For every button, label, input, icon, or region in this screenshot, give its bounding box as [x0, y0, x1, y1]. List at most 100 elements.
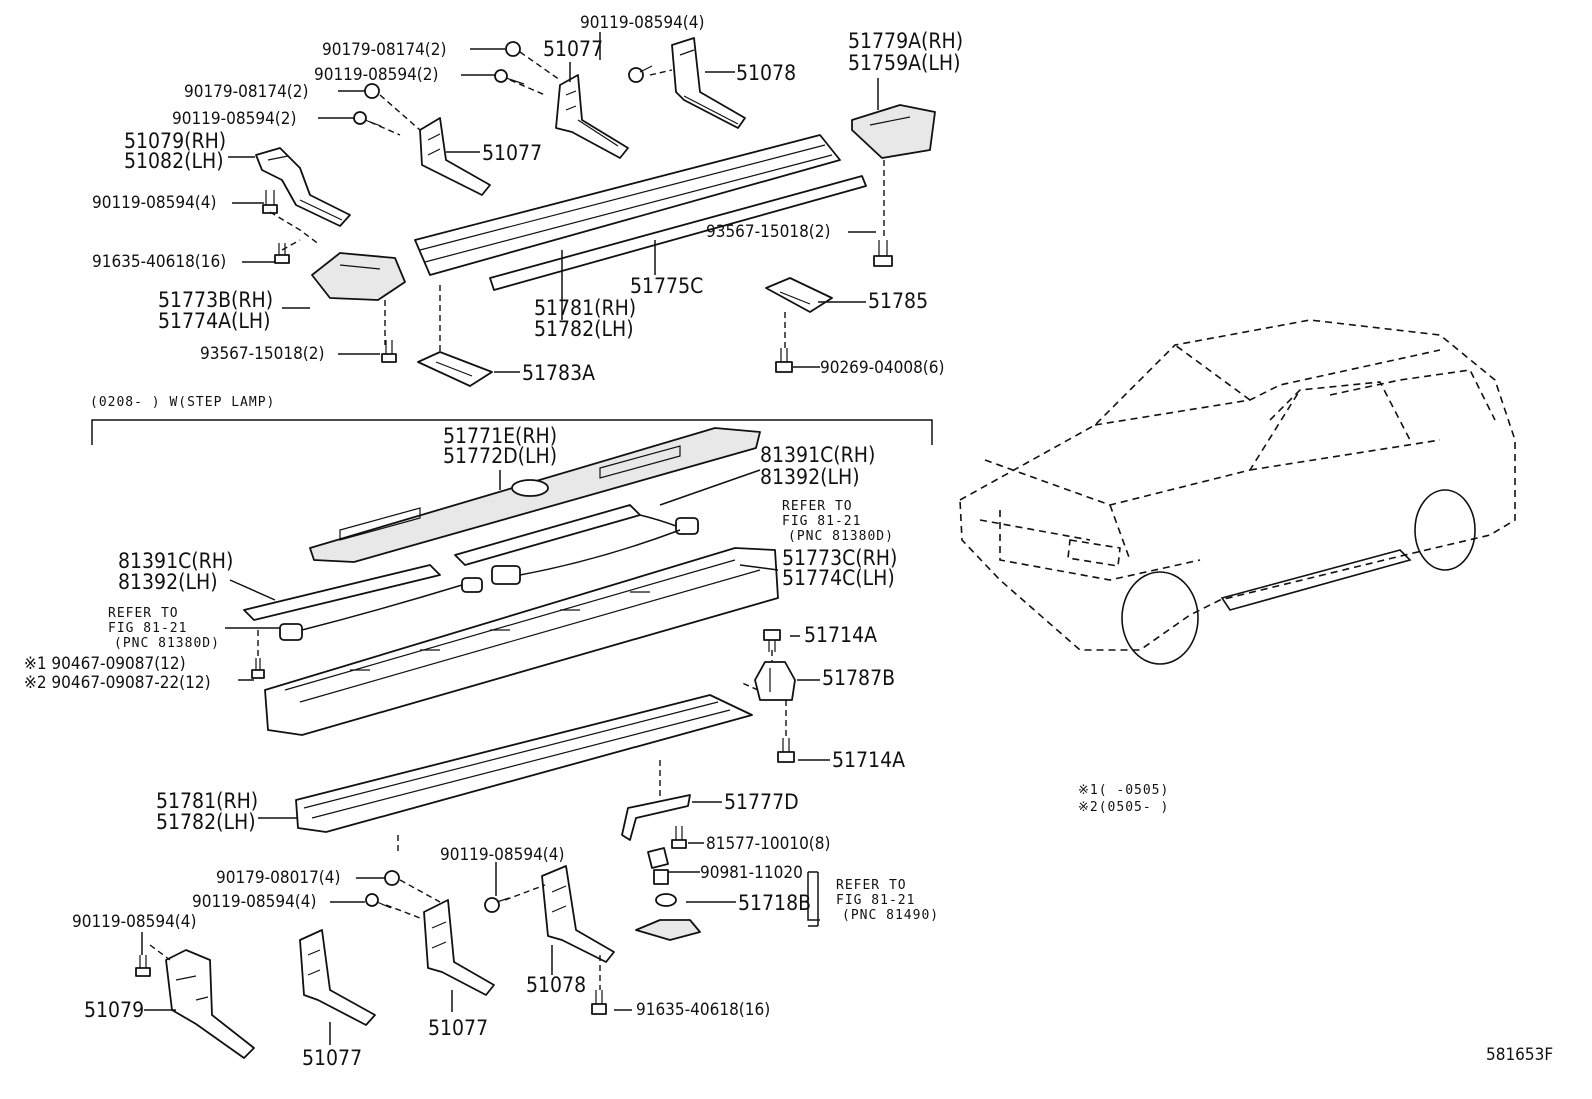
bracket-51077-left — [419, 117, 491, 196]
label-p30: REFER TO — [782, 499, 853, 514]
label-p40: ※1 90467-09087(12) — [24, 654, 186, 674]
bolt-90179-c — [384, 870, 400, 886]
label-p45: 51781(RH) — [156, 789, 258, 813]
label-p46: 51782(LH) — [156, 810, 256, 834]
bolt-93567-b — [873, 240, 893, 267]
label-p17: 93567-15018(2) — [200, 344, 324, 364]
label-p60: 51079 — [84, 998, 144, 1022]
step-body-51773C — [264, 547, 779, 736]
guide-upper-3 — [384, 160, 885, 352]
bolt-51714A-top — [763, 629, 781, 652]
bolt-90119-b — [353, 111, 382, 127]
label-p5: 51078 — [736, 61, 796, 85]
label-p20: 51775C — [630, 274, 703, 298]
label-p37: REFER TO — [108, 606, 179, 621]
figure-code: 581653F — [1486, 1045, 1553, 1065]
label-p14: 91635-40618(16) — [92, 252, 226, 272]
part-labels: 90119-08594(4) 90179-08174(2) 51077 9011… — [24, 13, 1553, 1070]
vehicle-outline — [959, 319, 1516, 665]
leaders-upper — [228, 32, 879, 373]
step-lamp-frame — [91, 419, 933, 445]
label-p10: 51759A(LH) — [848, 51, 961, 75]
label-p33: 81391C(RH) — [118, 549, 233, 573]
label-p55: (PNC 81490) — [842, 908, 939, 923]
guide-lower — [149, 630, 787, 990]
label-p41: ※2 90467-09087-22(12) — [24, 673, 211, 693]
bolt-90179-b — [364, 83, 380, 99]
label-p29: 81392(LH) — [760, 465, 860, 489]
bolt-90119-d — [262, 190, 278, 214]
bolt-90119-c — [628, 65, 653, 83]
bolt-91635-b — [591, 990, 607, 1015]
label-p26: 51771E(RH) — [443, 424, 557, 448]
label-p49: 90179-08017(4) — [216, 868, 340, 888]
label-p25: (0208- ) W(STEP LAMP) — [90, 395, 275, 410]
label-p18: 51781(RH) — [534, 296, 636, 320]
label-p6: 90179-08174(2) — [184, 82, 308, 102]
bolt-90119-e — [365, 893, 392, 909]
label-p21: 93567-15018(2) — [706, 222, 830, 242]
step-lamp-81391C-left — [243, 529, 681, 641]
trim-strip-51775C — [489, 175, 867, 291]
label-p8: 51077 — [482, 141, 542, 165]
lamp-51718B — [635, 893, 701, 941]
label-p58: 51078 — [526, 973, 586, 997]
bracket-51783A — [417, 351, 493, 387]
bolt-51714A-bottom — [777, 738, 795, 763]
bolt-90179-a — [505, 41, 521, 57]
label-p52: 90981-11020 — [700, 863, 803, 883]
step-cover-51771E — [309, 427, 761, 563]
label-p56: 51718B — [738, 891, 811, 915]
label-p38: FIG 81-21 — [108, 621, 187, 636]
label-p35: 51773C(RH) — [782, 546, 897, 570]
bolt-91635-a — [274, 243, 290, 264]
bolt-90269 — [775, 348, 793, 373]
leaders-lower — [141, 469, 830, 1045]
label-p59: 91635-40618(16) — [636, 1000, 770, 1020]
label-p34: 81392(LH) — [118, 570, 218, 594]
label-p3: 51077 — [543, 37, 603, 61]
bolt-93567-a — [381, 340, 397, 363]
label-p19: 51782(LH) — [534, 317, 634, 341]
label-p13: 90119-08594(4) — [92, 193, 216, 213]
label-p42: 51714A — [804, 623, 877, 647]
label-p43: 51787B — [822, 666, 895, 690]
refer-bracket — [808, 871, 819, 927]
label-p1: 90119-08594(4) — [580, 13, 704, 33]
running-board-51781-upper — [414, 134, 841, 276]
bracket-51785 — [765, 277, 833, 313]
bracket-51078-upper — [671, 37, 746, 129]
guide-upper-2 — [269, 211, 321, 251]
label-p61: 51077 — [428, 1016, 488, 1040]
step-pad-51773B — [311, 252, 406, 301]
label-p15: 51773B(RH) — [158, 288, 273, 312]
running-board-51781-lower — [295, 694, 753, 833]
end-cap-51779A — [851, 104, 936, 159]
label-p51: 90119-08594(4) — [440, 845, 564, 865]
label-p48: 81577-10010(8) — [706, 834, 830, 854]
label-p12: 51082(LH) — [124, 149, 224, 173]
label-p39: (PNC 81380D) — [114, 636, 220, 651]
bracket-51078-lower — [541, 865, 615, 963]
label-p47: 51777D — [724, 790, 799, 814]
bracket-51077-lower-b — [423, 899, 495, 996]
bracket-51079-51082 — [255, 147, 351, 227]
socket-90981 — [647, 847, 669, 885]
bracket-51079-lower — [165, 949, 255, 1059]
label-p11: 51079(RH) — [124, 129, 226, 153]
label-p24: 90269-04008(6) — [820, 358, 944, 378]
bolt-90119-a — [494, 69, 525, 85]
label-p50: 90119-08594(4) — [192, 892, 316, 912]
label-p7: 90119-08594(2) — [172, 109, 296, 129]
label-p4: 90119-08594(2) — [314, 65, 438, 85]
label-p28: 81391C(RH) — [760, 443, 875, 467]
label-p54: FIG 81-21 — [836, 893, 915, 908]
label-p31: FIG 81-21 — [782, 514, 861, 529]
step-lamp-81391C-right — [454, 504, 699, 566]
label-p44: 51714A — [832, 748, 905, 772]
label-p23: 51783A — [522, 361, 595, 385]
clip-90467 — [251, 658, 265, 679]
label-p32: (PNC 81380D) — [788, 529, 894, 544]
label-p16: 51774A(LH) — [158, 309, 271, 333]
